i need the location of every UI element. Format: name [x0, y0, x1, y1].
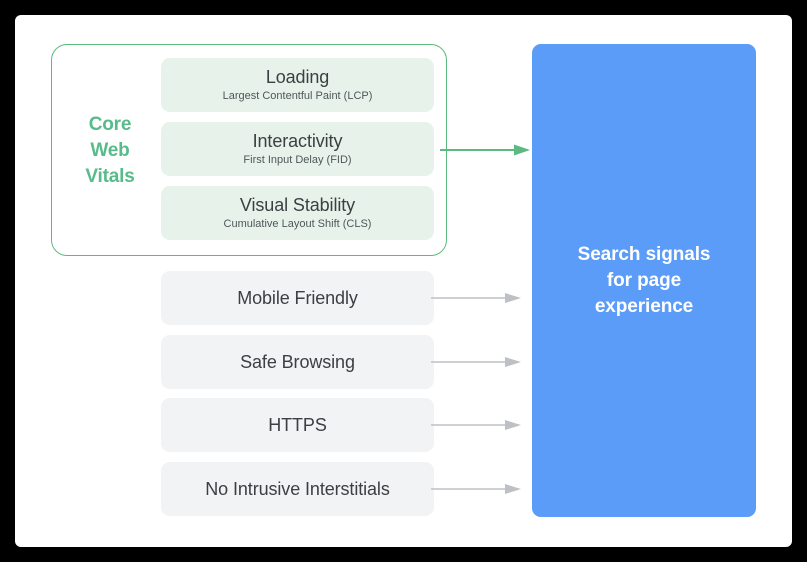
gray-arrow-icon-mobile-friendly — [431, 291, 523, 305]
search-signals-box[interactable]: Search signals for page experience — [532, 44, 756, 517]
gray-arrow-icon-safe-browsing — [431, 355, 523, 369]
search-signals-label: Search signals for page experience — [577, 243, 711, 317]
green-arrow-icon — [440, 143, 532, 157]
gray-arrow-icon-https — [431, 418, 523, 432]
vital-box-visual-stability[interactable]: Visual Stability Cumulative Layout Shift… — [161, 186, 434, 240]
vital-title: Interactivity — [252, 130, 343, 151]
signal-box-mobile-friendly[interactable]: Mobile Friendly — [161, 271, 434, 325]
vital-title: Loading — [265, 66, 330, 87]
vital-box-interactivity[interactable]: Interactivity First Input Delay (FID) — [161, 122, 434, 176]
vital-subtitle: Largest Contentful Paint (LCP) — [222, 89, 373, 102]
vital-box-loading[interactable]: Loading Largest Contentful Paint (LCP) — [161, 58, 434, 112]
vital-title: Visual Stability — [239, 194, 356, 215]
signal-box-safe-browsing[interactable]: Safe Browsing — [161, 335, 434, 389]
vital-subtitle: Cumulative Layout Shift (CLS) — [223, 217, 372, 230]
core-web-vitals-group-label: Core Web Vitals — [85, 114, 135, 187]
gray-arrow-icon-no-intrusive-interstitials — [431, 482, 523, 496]
signal-box-https[interactable]: HTTPS — [161, 398, 434, 452]
vital-subtitle: First Input Delay (FID) — [243, 153, 352, 166]
signal-box-no-intrusive-interstitials[interactable]: No Intrusive Interstitials — [161, 462, 434, 516]
